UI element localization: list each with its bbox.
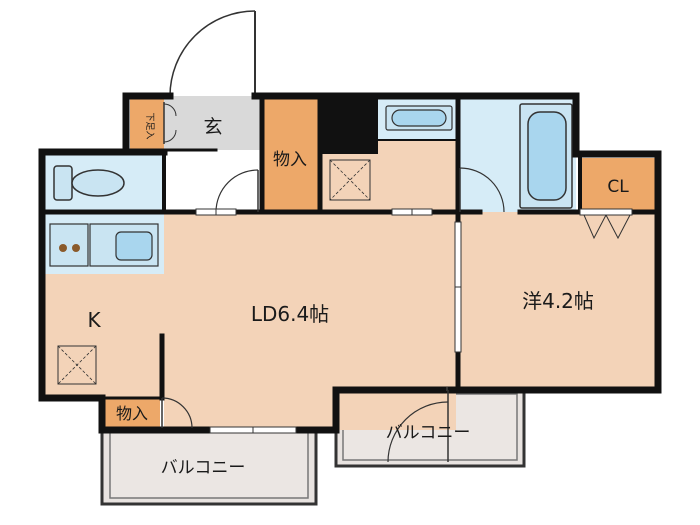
toilet-door xyxy=(215,169,259,213)
storage-lower-label: 物入 xyxy=(116,404,148,423)
shoe-storage xyxy=(130,96,164,150)
storage-upper-label: 物入 xyxy=(273,150,307,170)
sink-icon xyxy=(385,105,453,131)
storage-lower xyxy=(104,398,160,428)
western-room-label: 洋4.2帖 xyxy=(522,289,594,313)
washing-machine-pan-icon xyxy=(329,159,371,201)
hall-floor xyxy=(164,150,262,212)
stove-icon xyxy=(49,223,89,267)
sliding-door-hall xyxy=(195,208,237,216)
western-room-floor xyxy=(458,212,658,388)
storage-upper xyxy=(262,96,318,212)
kitchen-sink-icon xyxy=(89,223,159,267)
pipe-shaft xyxy=(318,96,378,154)
balcony-door-western xyxy=(387,387,449,463)
balcony-left-label: バルコニー xyxy=(161,458,246,478)
sliding-door-washroom xyxy=(391,208,433,216)
bathroom-door xyxy=(459,167,505,213)
shoe-storage-label: 下足入 xyxy=(144,112,155,139)
closet xyxy=(580,158,656,212)
bathtub-icon xyxy=(519,103,573,209)
sliding-door-western xyxy=(454,221,462,353)
shoe-storage-door-icon xyxy=(163,102,177,144)
balcony-right-label: バルコニー xyxy=(386,423,471,443)
entrance-door xyxy=(169,10,256,97)
ld-label: LD6.4帖 xyxy=(251,302,329,326)
ld-floor xyxy=(164,212,456,430)
closet-label: CL xyxy=(607,177,629,197)
toilet-icon xyxy=(53,165,125,201)
refrigerator-space-icon xyxy=(57,345,97,385)
balcony-window-ld xyxy=(209,426,297,434)
entrance-floor xyxy=(164,96,262,150)
closet-door xyxy=(579,208,633,240)
entrance-label: 玄 xyxy=(203,116,222,138)
kitchen-label: K xyxy=(87,308,101,332)
storage-lower-door xyxy=(161,397,193,429)
